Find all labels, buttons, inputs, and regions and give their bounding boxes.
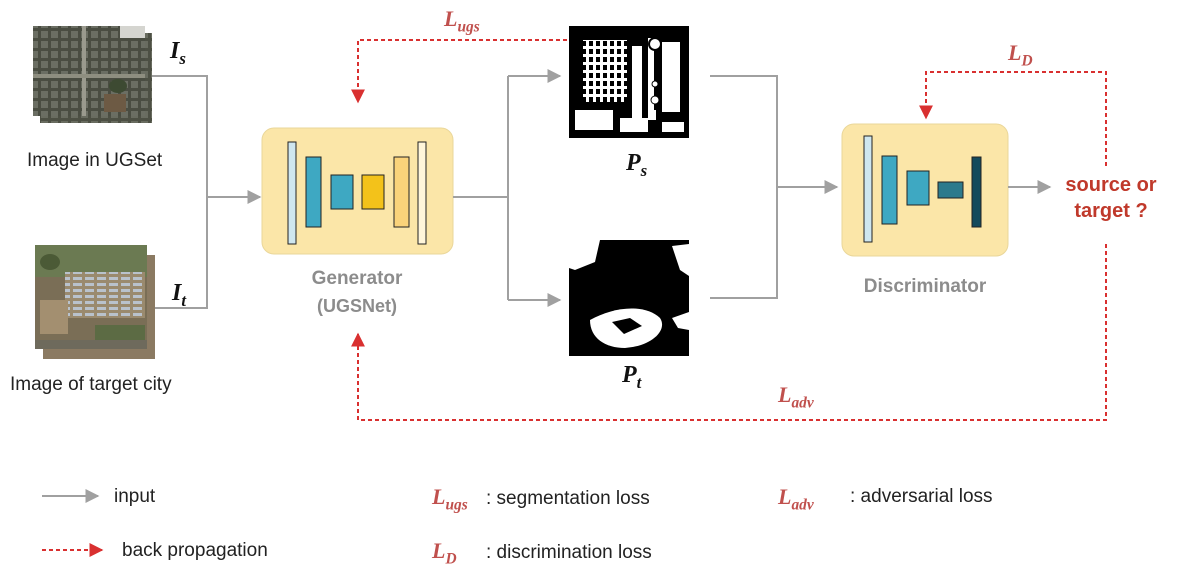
legend-input-label: input xyxy=(114,486,156,507)
target-prediction-mask xyxy=(569,240,689,356)
discriminator-layer-5 xyxy=(971,156,982,228)
discriminator-layer-1 xyxy=(863,135,873,243)
discrimination-loss-label-sub: D xyxy=(1021,52,1033,70)
target-image-caption: Image of target city xyxy=(10,374,172,395)
legend-segmentation-loss-desc: : segmentation loss xyxy=(486,488,650,509)
input-connectors xyxy=(152,75,262,309)
generator-subtitle: (UGSNet) xyxy=(317,296,397,316)
adversarial-loss-path xyxy=(351,244,1107,421)
prediction-connectors xyxy=(453,69,562,307)
target-prediction-symbol: Pt xyxy=(622,362,641,393)
discrimination-loss-label-base: L xyxy=(1008,40,1022,65)
source-prediction-symbol-base: P xyxy=(626,150,641,176)
discrimination-loss-path xyxy=(919,71,1107,166)
generator-layer-2 xyxy=(305,156,322,228)
discriminator-title: Discriminator xyxy=(863,276,987,297)
legend-backprop-label: back propagation xyxy=(122,540,268,561)
source-image-symbol: Is xyxy=(170,38,186,69)
discriminator-module xyxy=(841,123,1009,257)
segmentation-loss-label-base: L xyxy=(444,6,458,31)
target-image-symbol: It xyxy=(172,280,186,311)
discriminator-layer-3 xyxy=(906,170,930,206)
generator-layer-3 xyxy=(330,174,354,210)
target-prediction-symbol-base: P xyxy=(622,362,637,388)
legend-segmentation-loss-symbol-base: L xyxy=(432,484,446,509)
legend-adversarial-loss-symbol-base: L xyxy=(778,484,792,509)
target-image-symbol-sub: t xyxy=(181,290,187,310)
generator-module xyxy=(261,127,454,255)
source-image-symbol-sub: s xyxy=(179,48,186,68)
source-prediction-mask xyxy=(569,26,689,138)
adversarial-loss-label-sub: adv xyxy=(791,394,814,412)
discriminator-layer-2 xyxy=(881,155,898,225)
output-question-line-1: source or xyxy=(1065,174,1157,196)
loss-paths xyxy=(351,39,1107,421)
generator-layer-5 xyxy=(393,156,410,228)
legend-discrimination-loss-desc: : discrimination loss xyxy=(486,542,652,563)
source-image-stack xyxy=(33,26,152,123)
legend-adversarial-loss-symbol-sub: adv xyxy=(791,496,814,514)
generator-layer-4 xyxy=(361,174,385,210)
legend-adversarial-loss-symbol: Ladv xyxy=(778,484,814,514)
generator-layer-6 xyxy=(417,141,427,245)
discriminator-layer-4 xyxy=(937,181,964,199)
adversarial-loss-label-base: L xyxy=(778,382,792,407)
source-image-symbol-base: I xyxy=(170,38,180,64)
legend-discrimination-loss-symbol-base: L xyxy=(432,538,446,563)
discrimination-loss-label: LD xyxy=(1008,40,1033,70)
target-image-stack xyxy=(35,245,155,359)
legend-segmentation-loss-symbol: Lugs xyxy=(432,484,468,514)
output-question-line-2: target ? xyxy=(1074,200,1148,222)
target-image-symbol-base: I xyxy=(172,280,182,306)
discriminator-connectors xyxy=(710,75,839,299)
source-input-line xyxy=(152,75,208,197)
legend-discrimination-loss-symbol-sub: D xyxy=(445,550,457,568)
segmentation-loss-label-sub: ugs xyxy=(457,18,480,36)
generator-title: Generator xyxy=(311,268,403,289)
segmentation-loss-label: Lugs xyxy=(444,6,480,36)
target-input-line xyxy=(155,197,208,309)
source-image-caption: Image in UGSet xyxy=(27,150,163,171)
legend-segmentation-loss-symbol-sub: ugs xyxy=(445,496,468,514)
adversarial-loss-label: Ladv xyxy=(778,382,814,412)
legend-adversarial-loss-desc: : adversarial loss xyxy=(850,486,993,507)
source-prediction-symbol: Ps xyxy=(626,150,647,181)
legend-discrimination-loss-symbol: LD xyxy=(432,538,457,568)
segmentation-loss-path xyxy=(351,39,567,104)
source-prediction-symbol-sub: s xyxy=(640,160,648,180)
target-prediction-symbol-sub: t xyxy=(636,372,642,392)
generator-layer-1 xyxy=(287,141,297,245)
